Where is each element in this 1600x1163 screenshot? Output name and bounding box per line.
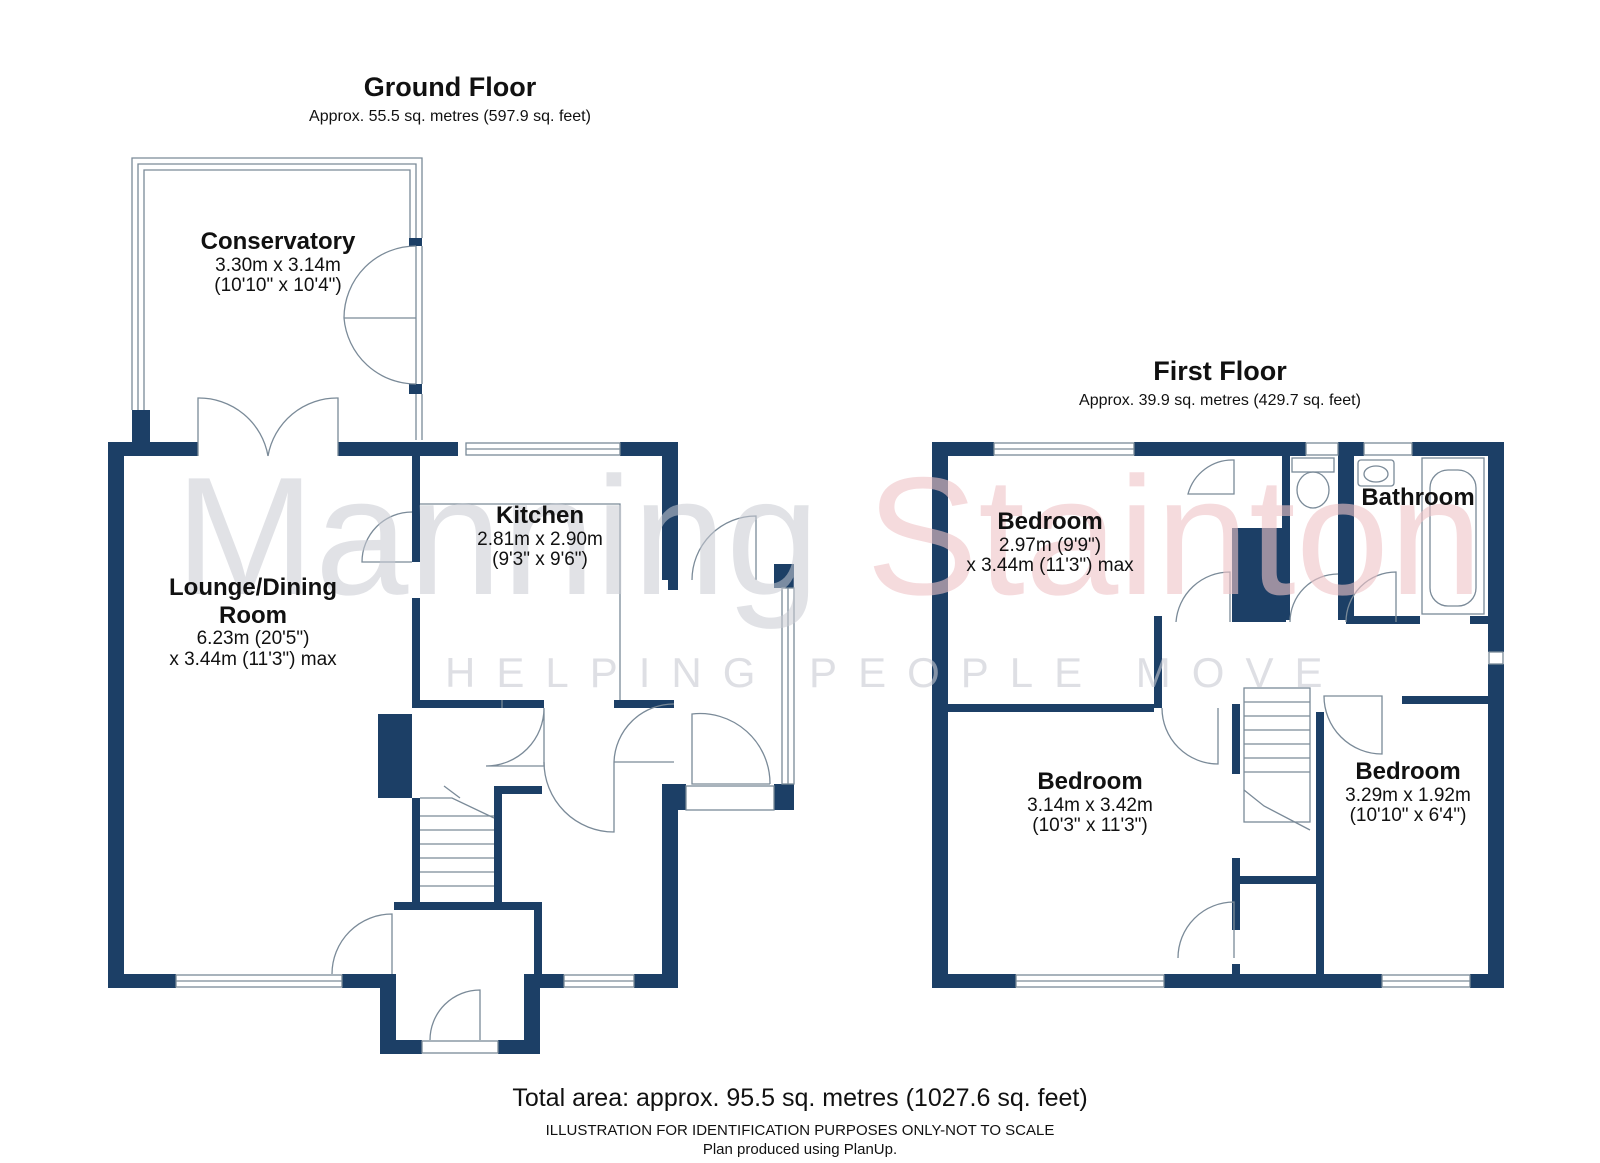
ground-floor-internal-walls (378, 456, 678, 984)
watermark-brand-part2: Stainton (866, 442, 1483, 630)
room-dimensions: 3.29m x 1.92m (1345, 784, 1471, 806)
ground-floor-plan (108, 157, 795, 1054)
room-label-bedroom-2: Bedroom 3.14m x 3.42m (10'3" x 11'3") (990, 768, 1190, 837)
room-dimensions: 3.14m x 3.42m (1027, 794, 1153, 816)
kitchen-worktops (420, 503, 621, 708)
room-dimensions-imperial: (10'10" x 10'4") (214, 275, 342, 297)
first-floor-plan (932, 442, 1504, 988)
room-label-lounge: Lounge/Dining Room 6.23m (20'5") x 3.44m… (138, 574, 368, 671)
room-dimensions-max: x 3.44m (11'3") max (966, 555, 1134, 577)
room-label-bedroom-1: Bedroom 2.97m (9'9") x 3.44m (11'3") max (940, 508, 1160, 577)
disclaimer: ILLUSTRATION FOR IDENTIFICATION PURPOSES… (300, 1122, 1300, 1160)
first-floor-stairs (1243, 687, 1311, 831)
room-name: Bathroom (1361, 484, 1475, 511)
disclaimer-line-2: Plan produced using PlanUp. (702, 1140, 898, 1158)
first-floor-area: Approx. 39.9 sq. metres (429.7 sq. feet) (1079, 392, 1361, 409)
total-area: Total area: approx. 95.5 sq. metres (102… (512, 1084, 1088, 1112)
wall (409, 238, 422, 246)
disclaimer-line-1: ILLUSTRATION FOR IDENTIFICATION PURPOSES… (545, 1122, 1055, 1139)
bathroom-fittings (1291, 457, 1485, 615)
room-dimensions: 6.23m (20'5") (196, 628, 310, 650)
room-label-kitchen: Kitchen 2.81m x 2.90m (9'3" x 9'6") (440, 502, 640, 571)
room-label-bathroom: Bathroom (1348, 484, 1488, 512)
room-dimensions: 3.30m x 3.14m (215, 254, 341, 276)
first-floor-internal-walls (948, 456, 1498, 982)
watermark-brand: Manning Stainton (175, 452, 1483, 620)
room-name: Bedroom (1355, 758, 1461, 785)
room-dimensions-imperial: (9'3" x 9'6") (492, 549, 588, 571)
wall (409, 384, 422, 394)
first-floor-walls (932, 442, 1504, 988)
room-dimensions: 2.81m x 2.90m (477, 528, 603, 550)
wall (132, 410, 150, 448)
room-dimensions: 2.97m (9'9") (998, 534, 1102, 556)
room-name: Conservatory (200, 228, 356, 255)
first-floor-title: First Floor (1153, 356, 1287, 386)
watermark-brand-part1: Manning (175, 442, 820, 630)
room-name: Lounge/Dining (169, 574, 337, 601)
room-name: Kitchen (495, 502, 584, 529)
room-label-conservatory: Conservatory 3.30m x 3.14m (10'10" x 10'… (178, 228, 378, 297)
room-dimensions-imperial: (10'10" x 6'4") (1349, 805, 1467, 827)
first-floor-windows (993, 442, 1504, 988)
ground-floor-area: Approx. 55.5 sq. metres (597.9 sq. feet) (309, 108, 591, 125)
room-label-bedroom-3: Bedroom 3.29m x 1.92m (10'10" x 6'4") (1318, 758, 1498, 827)
ground-floor-stairs (420, 785, 495, 887)
ground-floor-doors (197, 245, 771, 1041)
room-name: Bedroom (997, 508, 1103, 535)
room-dimensions-imperial: (10'3" x 11'3") (1032, 815, 1148, 837)
ground-floor-windows (175, 442, 795, 1054)
first-floor-doors (1161, 459, 1397, 959)
room-dimensions-max: x 3.44m (11'3") max (169, 649, 337, 671)
ground-floor-title: Ground Floor (363, 72, 537, 102)
room-name-line2: Room (219, 601, 287, 629)
basin (1357, 459, 1395, 487)
bath (1421, 457, 1485, 615)
room-name: Bedroom (1037, 768, 1143, 795)
wc-bowl (1296, 471, 1330, 509)
watermark-tagline: HELPING PEOPLE MOVE (445, 649, 1344, 696)
conservatory-glazing (131, 157, 423, 440)
